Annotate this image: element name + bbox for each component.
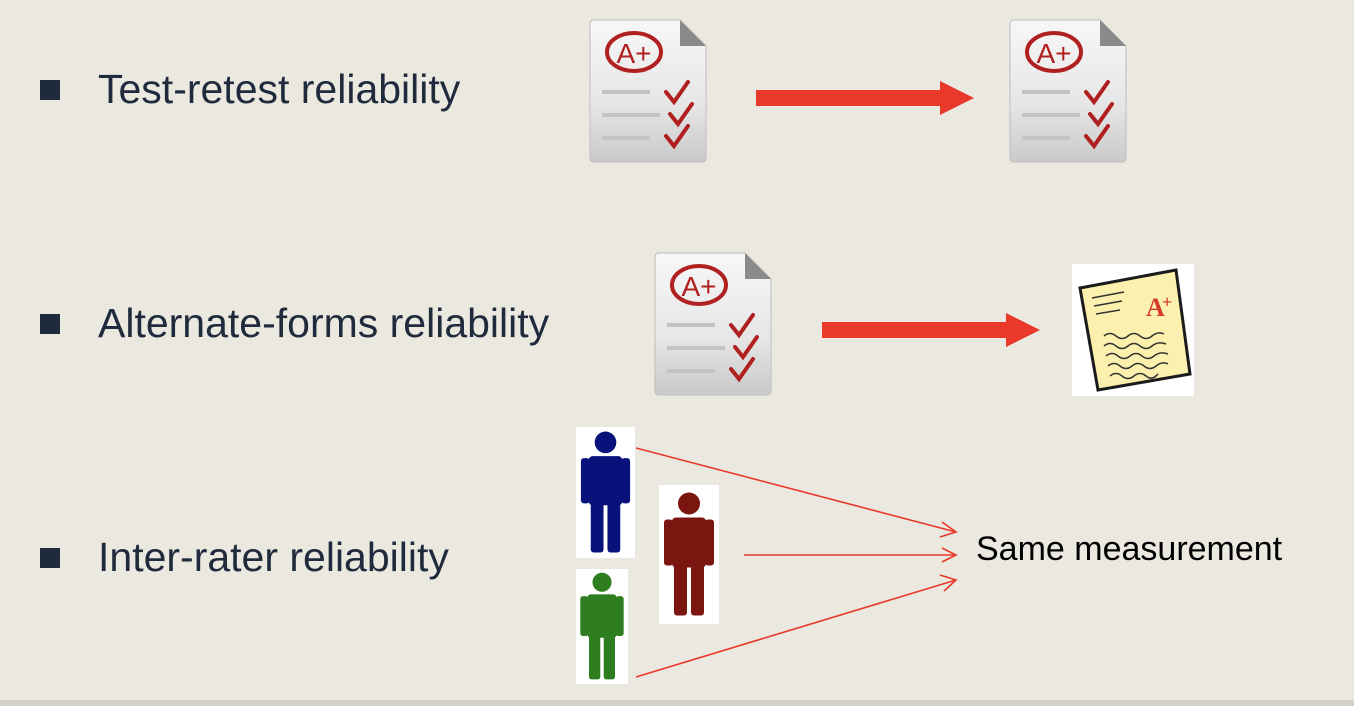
yellow-graded-paper-icon: A +	[1072, 264, 1194, 396]
right-arrow-icon	[756, 81, 974, 115]
rater-green	[576, 569, 628, 684]
person-green-icon	[576, 569, 628, 684]
rater-blue	[576, 427, 635, 558]
right-arrow-icon	[822, 313, 1040, 347]
bullet-square	[40, 547, 60, 568]
svg-text:A: A	[1146, 293, 1165, 322]
person-red-icon	[659, 485, 719, 624]
row-label: Test-retest reliability	[98, 66, 461, 112]
row-alternate-forms: Alternate-forms reliability	[40, 300, 549, 347]
slide-bottom-border	[0, 700, 1354, 706]
person-blue-icon	[576, 427, 635, 558]
rater-red	[659, 485, 719, 624]
svg-text:+: +	[1162, 292, 1172, 312]
row-test-retest: Test-retest reliability	[40, 66, 460, 113]
bullet-square	[40, 313, 60, 334]
row-label: Alternate-forms reliability	[98, 300, 550, 346]
bullet-square	[40, 79, 60, 100]
row-label: Inter-rater reliability	[98, 534, 449, 580]
same-measurement-label: Same measurement	[976, 530, 1283, 568]
row-inter-rater: Inter-rater reliability	[40, 534, 449, 581]
